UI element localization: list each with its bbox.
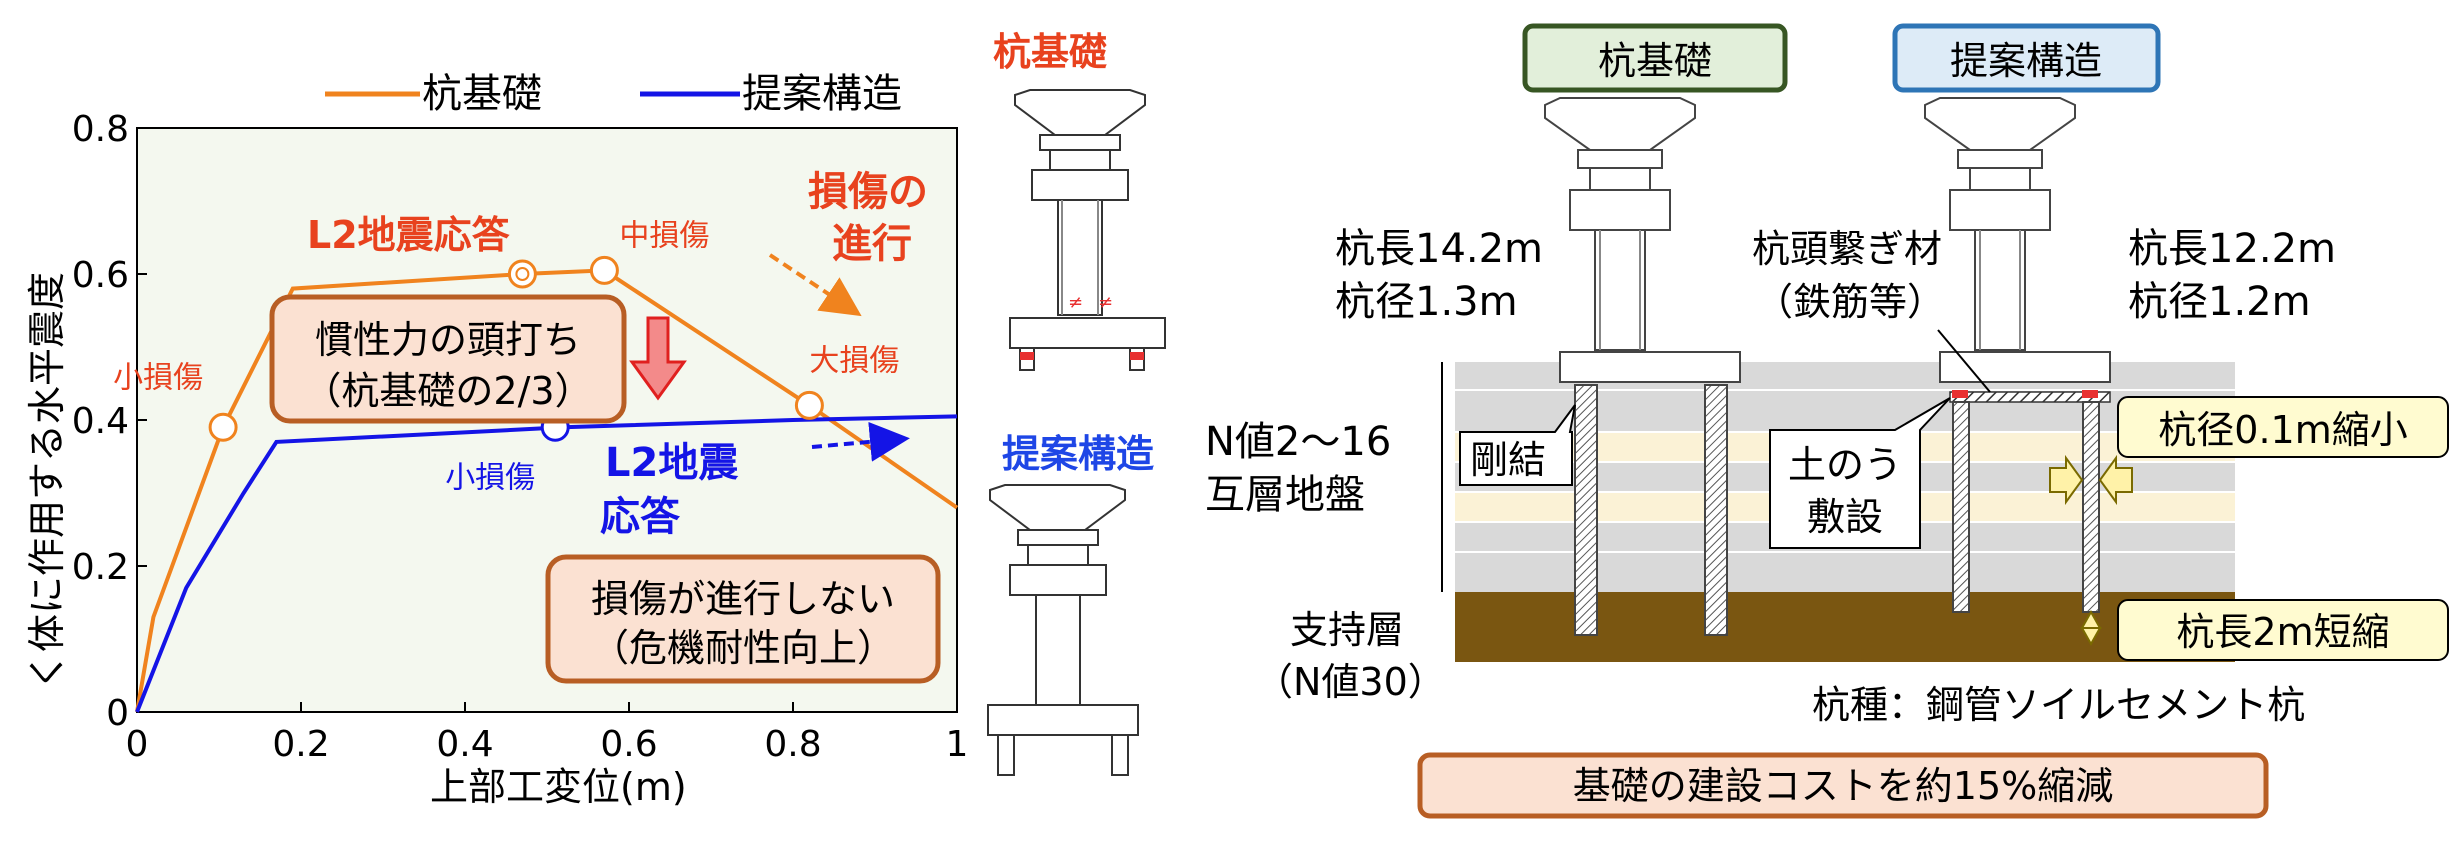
x-tick-label: 0.2: [272, 724, 329, 765]
pier-drawings: 杭基礎 提案構造 ≠ ≠: [987, 30, 1166, 776]
damage-marker: [794, 390, 824, 420]
x-ticks: 0 0.2 0.4 0.6 0.8 1: [126, 702, 969, 765]
pile-type: 杭種：鋼管ソイルセメント杭: [1812, 683, 2305, 727]
no-progress-line2: （危機耐性向上）: [591, 626, 895, 670]
proposed-arrow: [811, 421, 910, 462]
inertia-line2: （杭基礎の2/3）: [303, 369, 592, 413]
bearing-line2: （N値30）: [1255, 660, 1446, 704]
tie-member: [1949, 391, 2111, 403]
damage-marker-inner: [515, 267, 530, 281]
legend-pile: 杭基礎: [422, 71, 542, 117]
proposed-label: 提案構造: [1950, 39, 2102, 83]
bearing-line1: 支持層: [1290, 608, 1404, 652]
dia-reduce-label: 杭径0.1m縮小: [2158, 408, 2407, 452]
damage-label: 小損傷: [113, 360, 203, 395]
no-progress-box: [545, 554, 941, 684]
tie-line2: （鉄筋等）: [1755, 280, 1945, 324]
pile-pier-drawing: [1009, 89, 1166, 371]
legend-proposed: 提案構造: [742, 71, 902, 117]
damage-marker: [208, 412, 238, 442]
x-tick-label: 0.4: [436, 724, 493, 765]
pile-right-1: [1952, 401, 1970, 613]
x-axis-label: 上部工変位(m): [430, 765, 687, 809]
pile-right-2: [2082, 401, 2100, 613]
tie-leader: [1937, 329, 1991, 393]
no-progress-line1: 損傷が進行しない: [591, 577, 895, 621]
tie-line1: 杭頭繋ぎ材: [1752, 227, 1942, 271]
series-line-pile: [135, 268, 959, 713]
ground-line2: 互層地盤: [1205, 472, 1365, 518]
y-tick-label: 0.6: [72, 255, 129, 296]
pile-left-2: [1704, 384, 1728, 636]
damage-progress-line1: 損傷の: [808, 169, 928, 215]
damage-label: 小損傷: [445, 460, 535, 495]
cost-label: 基礎の建設コストを約15%縮減: [1573, 764, 2113, 808]
inertia-box: [269, 294, 627, 424]
y-tick-label: 0: [106, 693, 129, 734]
proposed-pier-drawing: [987, 484, 1139, 776]
len-reduce-label: 杭長2m短縮: [2176, 610, 2389, 654]
proposed-label-box: [1892, 23, 2161, 93]
len-reduce-box: [2117, 599, 2449, 661]
pile-spec-length: 杭長14.2m: [1335, 226, 1543, 272]
foundation-section: 杭基礎 提案構造 杭長14.2m 杭径1.3m 杭長12.2m 杭径1.2m 杭…: [1205, 23, 2449, 819]
l2-proposed-line2: 応答: [600, 494, 681, 540]
proposed-spec-diameter: 杭径1.2m: [2128, 279, 2311, 325]
right-pile-pier: [1544, 97, 1741, 383]
y-tick-label: 0.4: [72, 401, 129, 442]
damage-progress-line2: 進行: [832, 221, 912, 267]
x-tick-label: 0.6: [600, 724, 657, 765]
sandbag-right: [2082, 390, 2098, 398]
damage-mark-1: ≠: [1068, 292, 1083, 313]
rigid-callout: [1459, 404, 1576, 486]
pile-label: 杭基礎: [1598, 39, 1712, 83]
damage-marker: [589, 255, 619, 285]
pile-label-box: [1522, 23, 1788, 93]
proposed-spec-length: 杭長12.2m: [2128, 226, 2336, 272]
sandbag-line1: 土のう: [1788, 443, 1902, 487]
proposed-pier-title: 提案構造: [1002, 432, 1154, 476]
x-tick-label: 0: [126, 724, 149, 765]
dia-reduce-box: [2117, 396, 2449, 458]
y-axis-label: く体に作用する水平震度: [25, 272, 69, 690]
series-lines: [135, 268, 959, 713]
pile-left-1: [1574, 384, 1598, 636]
sandbag-line2: 敷設: [1807, 495, 1883, 539]
x-tick-label: 1: [946, 724, 969, 765]
damage-marker: [507, 259, 537, 289]
y-ticks: 0 0.2 0.4 0.6 0.8: [72, 109, 147, 734]
down-arrow-icon: [629, 316, 687, 401]
pile-pier-title: 杭基礎: [993, 30, 1107, 74]
ground-line1: N値2～16: [1205, 419, 1391, 465]
l2-pile-label: L2地震応答: [307, 213, 511, 257]
right-proposed-pier: [1924, 97, 2111, 383]
dia-arrow-left-icon: [2049, 454, 2084, 506]
damage-label: 中損傷: [619, 218, 709, 253]
y-tick-label: 0.2: [72, 547, 129, 588]
cost-box: [1417, 752, 2269, 819]
pile-spec-diameter: 杭径1.3m: [1335, 279, 1518, 325]
sandbag-callout: [1769, 397, 1951, 549]
series-line-proposed: [135, 414, 958, 713]
damage-label: 大損傷: [809, 343, 899, 378]
damage-mark-2: ≠: [1098, 292, 1113, 313]
y-tick-label: 0.8: [72, 109, 129, 150]
l2-proposed-line1: L2地震: [605, 440, 738, 486]
rigid-label: 剛結: [1470, 438, 1546, 482]
x-tick-label: 0.8: [764, 724, 821, 765]
length-arrow-icon: [2080, 609, 2102, 647]
sandbag-left: [1952, 390, 1968, 398]
inertia-line1: 慣性力の頭打ち: [315, 318, 581, 362]
dia-arrow-right-icon: [2098, 454, 2133, 506]
